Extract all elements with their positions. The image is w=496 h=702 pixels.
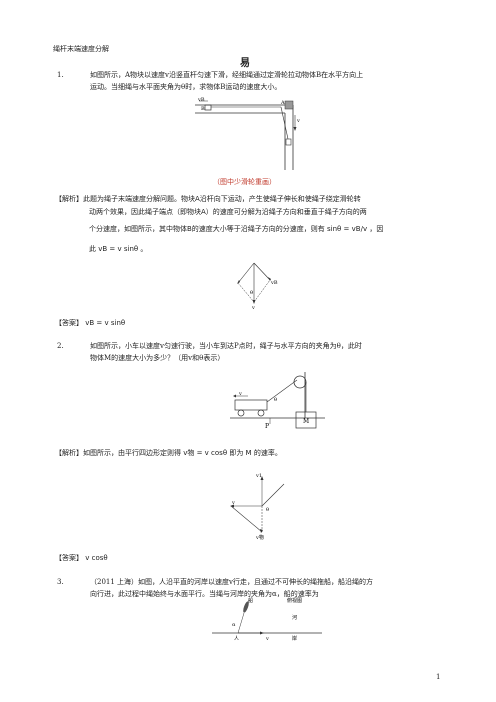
q1-number: 1. — [57, 71, 64, 79]
q3-text-line2: 向行进，此过程中绳始终与水面平行。当绳与河岸的夹角为α，船的速率为 — [90, 590, 319, 598]
q1-figure-caption: （图中少滑轮重画） — [213, 178, 276, 186]
q3-fig-label-bank: 岸 — [292, 635, 297, 642]
q1-vec-label-v: v — [251, 305, 255, 311]
q1-answer: 【答案】 vB = v sinθ — [55, 319, 126, 327]
q2-vec-label-v2: v物 — [255, 534, 264, 541]
q2-figure: v θ P M — [230, 372, 325, 430]
page-number: 1 — [436, 673, 441, 681]
q1-analysis-line2: 动两个效果，因此绳子端点（即物块A）的速度可分解为沿绳子方向和垂直于绳子方向的两 — [89, 208, 367, 216]
q1-fig-label-b: B — [201, 106, 205, 112]
q3-fig-label-boat: 船 — [248, 597, 253, 604]
q1-text-line1: 如图所示，A物块以速度v沿竖直杆匀速下滑，经细绳通过定滑轮拉动物体B在水平方向上 — [90, 71, 364, 79]
document-title: 绳杆末端速度分解 — [53, 45, 109, 53]
q2-text-line1: 如图所示，小车以速度v匀速行驶，当小车到达P点时，绳子与水平方向的夹角为θ，此时 — [90, 342, 362, 350]
q1-vec-label-vb: vB — [270, 280, 278, 286]
q3-text-line1: （2011 上海）如图，人沿平直的河岸以速度v行走，且通过不可伸长的绳拖船，船沿… — [90, 578, 373, 586]
q3-number: 3. — [57, 578, 64, 586]
difficulty-heading: 易 — [240, 58, 250, 69]
q3-figure: 船 俯视图 河 α 人 v 岸 — [212, 597, 322, 642]
q1-text-line2: 运动。当细绳与水平面夹角为θ时，求物体B运动的速度大小。 — [90, 83, 282, 91]
q1-analysis-line1: 【解析】此题为绳子末端速度分解问题。物块A沿杆向下运动，产生使绳子伸长和使绳子绕… — [55, 195, 361, 203]
q1-fig-label-vb: vB — [197, 97, 205, 103]
q2-analysis: 【解析】如图所示，由平行四边形定则得 v物 = v cosθ 即为 M 的速率。 — [55, 449, 282, 457]
q2-number: 2. — [57, 342, 64, 350]
q1-vec-label-theta: θ — [250, 290, 253, 296]
q2-vector-diagram: v1 v θ v物 — [230, 473, 285, 541]
q2-fig-label-v: v — [238, 391, 242, 397]
q1-analysis-line4: 此 vB = v sinθ 。 — [89, 245, 148, 253]
q2-text-line2: 物体M的速度大小为多少？（用v和θ表示） — [90, 354, 225, 362]
q2-answer: 【答案】 v cosθ — [55, 554, 108, 562]
q3-fig-label-v: v — [265, 636, 269, 642]
q3-fig-label-view: 俯视图 — [287, 597, 302, 604]
q2-fig-label-theta: θ — [274, 397, 277, 403]
q2-vec-label-v: v — [231, 500, 235, 506]
q1-figure: vB B A v — [195, 97, 300, 170]
q2-vec-label-v1: v1 — [255, 473, 262, 479]
q1-fig-label-a: A — [280, 100, 285, 106]
q2-fig-label-p: P — [265, 423, 269, 430]
q1-fig-label-v: v — [296, 118, 300, 124]
q1-vector-diagram: vB θ v — [237, 262, 278, 311]
q1-analysis-line3: 个分速度，如图所示，其中物体B的速度大小等于沿绳子方向的分速度，则有 sinθ … — [89, 225, 384, 233]
q3-fig-label-person: 人 — [234, 636, 239, 642]
q2-fig-label-m: M — [303, 418, 309, 425]
q3-fig-label-alpha: α — [232, 622, 236, 628]
q2-vec-label-theta: θ — [266, 507, 269, 513]
q3-fig-label-river: 河 — [292, 614, 297, 621]
